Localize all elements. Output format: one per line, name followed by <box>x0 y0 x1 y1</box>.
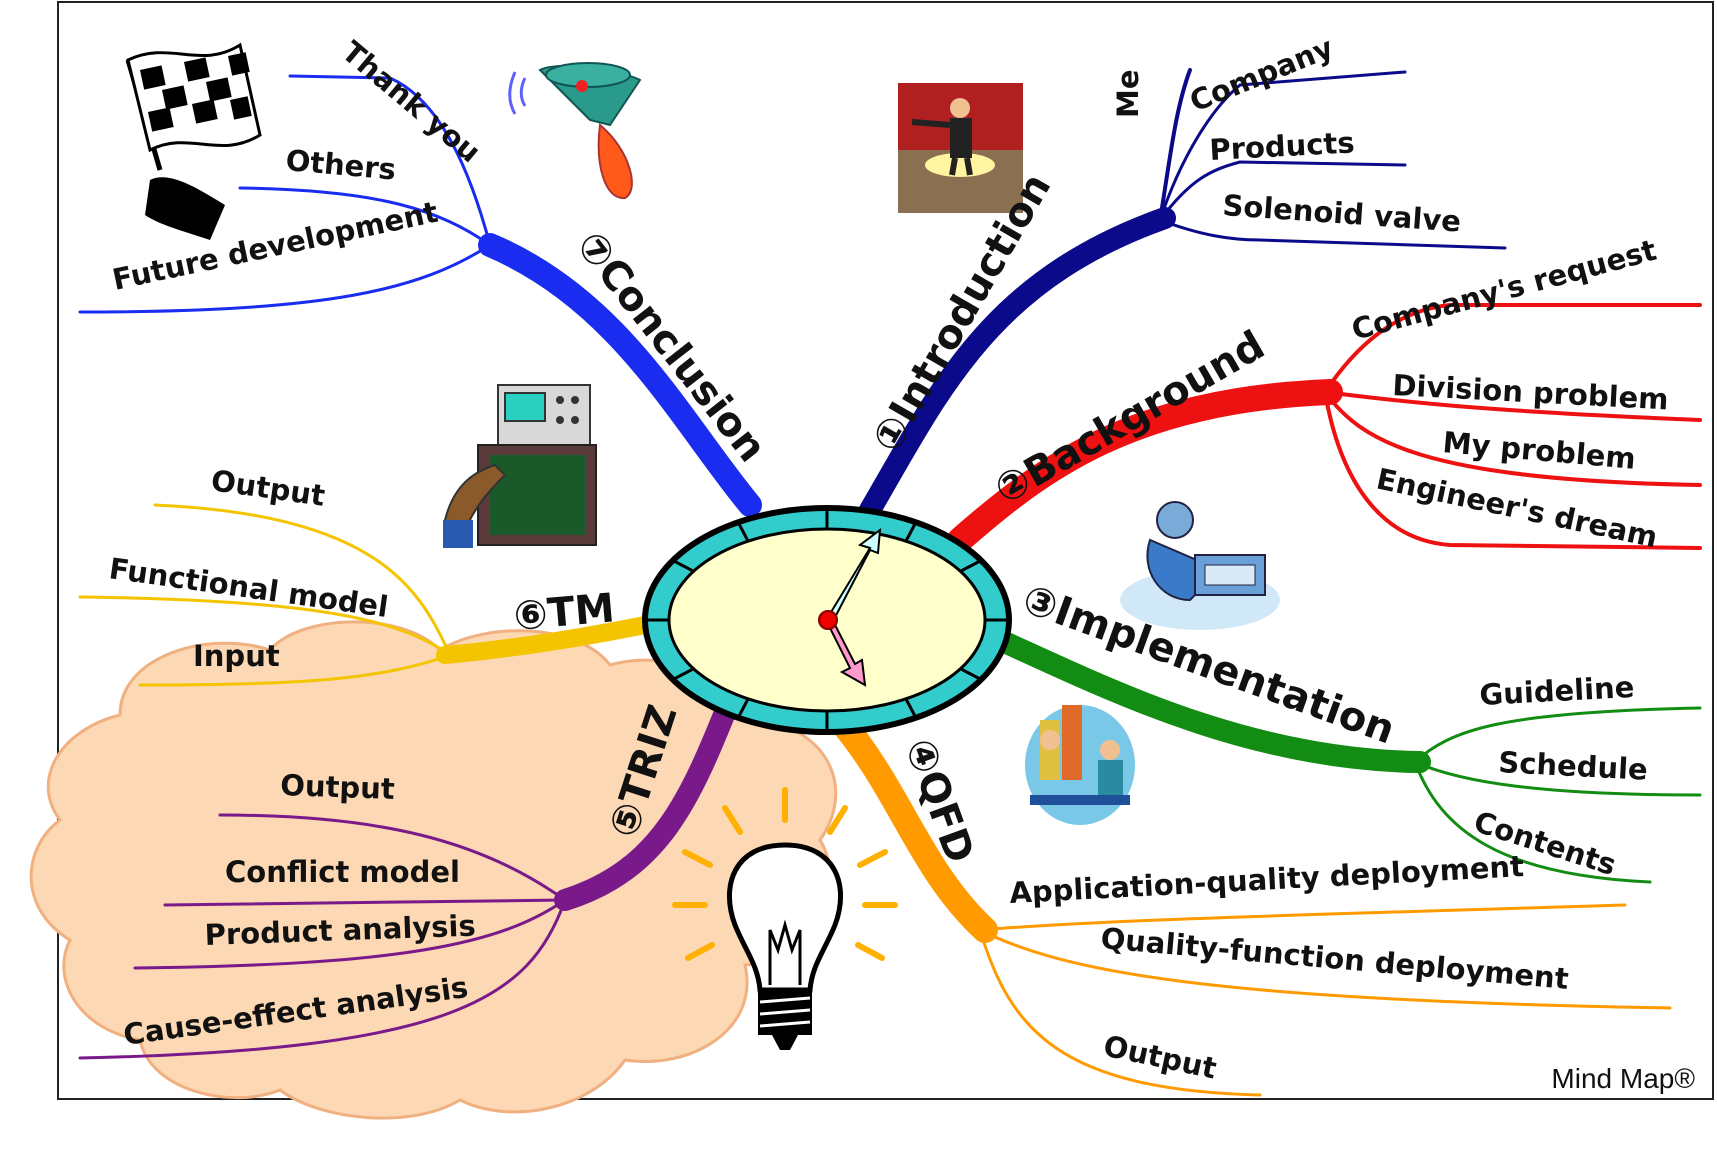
branch-conclusion <box>78 74 762 517</box>
sub-label-tm-output: Output <box>209 463 327 513</box>
checkered-flag-icon <box>125 42 262 240</box>
sub-label-triz-output: Output <box>280 768 396 806</box>
presenter-on-stage-icon <box>898 83 1023 213</box>
light-bulb-icon <box>672 787 898 1050</box>
mind-map-footer: Mind Map® <box>1551 1063 1695 1094</box>
branch-background <box>947 303 1702 553</box>
branch-qfd <box>827 707 1672 1097</box>
sub-label-tm-input: Input <box>193 639 280 673</box>
branch-label-conclusion: ⑦Conclusion <box>567 223 775 471</box>
branch-tm <box>78 503 654 687</box>
sub-label-company: Company <box>1185 30 1338 118</box>
sub-label-me: Me <box>1111 69 1145 118</box>
frustrated-engineer-icon <box>1120 501 1280 630</box>
hand-bell-icon <box>508 62 642 200</box>
meeting-people-icon <box>1025 705 1135 825</box>
sub-label-quality-function-deployment: Quality-function deployment <box>1099 921 1570 996</box>
sub-label-others: Others <box>284 143 397 186</box>
sub-label-functional-model: Functional model <box>107 551 390 624</box>
sub-label-solenoid-valve: Solenoid valve <box>1222 188 1463 239</box>
sub-label-guideline: Guideline <box>1479 670 1636 712</box>
branch-implementation <box>989 629 1702 884</box>
diagram-frame <box>57 1 1714 1100</box>
sub-label-division-problem: Division problem <box>1392 368 1670 416</box>
sub-label-application-quality-deployment: Application-quality deployment <box>1009 849 1525 910</box>
sub-label-companys-request: Company's request <box>1348 233 1660 347</box>
branch-label-background: ②Background <box>987 322 1272 513</box>
branch-label-tm: ⑥TM <box>512 585 617 640</box>
central-clock-icon <box>642 505 1012 735</box>
sub-label-schedule: Schedule <box>1498 745 1649 787</box>
oscilloscope-technician-icon <box>443 384 597 548</box>
sub-label-conflict-model: Conflict model <box>225 855 460 889</box>
sub-label-products: Products <box>1209 125 1356 167</box>
branch-triz <box>78 689 741 1060</box>
branch-introduction <box>859 68 1507 521</box>
